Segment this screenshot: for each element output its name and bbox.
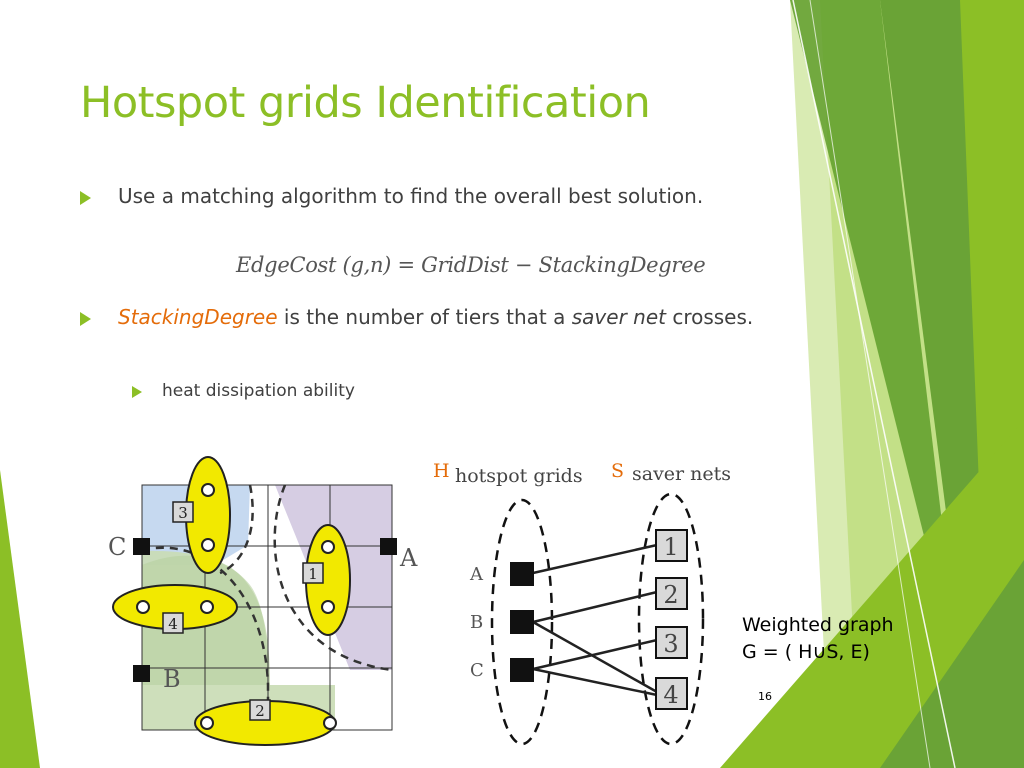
hotspot-label-b: B (163, 665, 181, 693)
s-set-ellipse (637, 492, 705, 746)
decor-line (809, 0, 931, 768)
net-number-2: 2 (255, 702, 265, 720)
net-boxes: 3 1 4 2 (162, 501, 324, 721)
net-number-3: 3 (178, 504, 188, 522)
left-corner-shape (0, 470, 40, 768)
region-boundaries (141, 484, 393, 730)
weighted-graph-note: Weighted graph G = ( H∪S, E) (742, 612, 894, 666)
page-title: Hotspot grids Identification (80, 78, 651, 128)
right-bottom-dark-wedge (880, 560, 1024, 768)
h-set-ellipse (490, 498, 554, 746)
graph-edges (532, 543, 658, 697)
bullet-text-mid: is the number of tiers that a (277, 305, 572, 329)
sub-bullet-text: heat dissipation ability (162, 381, 355, 401)
saver-net-1: 1 (663, 533, 678, 561)
bullet-triangle-icon (80, 191, 91, 205)
term-saver-net: saver net (571, 305, 666, 329)
weighted-graph-line2: G = ( H∪S, E) (742, 641, 870, 663)
hotspot-squares (133, 538, 397, 682)
sub-bullet-item: heat dissipation ability (132, 378, 355, 404)
s-set-letter: S (611, 460, 624, 482)
h-set-label: hotspot grids (455, 465, 583, 487)
bipartite-graph: H hotspot grids S saver nets A B C (433, 460, 731, 746)
bullet-triangle-icon (80, 312, 91, 326)
formula: EdgeCost (g,n) = GridDist − StackingDegr… (236, 253, 706, 277)
bullet-item: StackingDegree is the number of tiers th… (80, 302, 760, 333)
bullet-item: Use a matching algorithm to find the ove… (80, 181, 760, 212)
page-number: 16 (758, 690, 772, 703)
hotspot-label-a: A (469, 564, 484, 585)
bullet-text-end: crosses. (665, 305, 754, 329)
net-number-1: 1 (308, 565, 318, 583)
saver-net-4: 4 (663, 681, 678, 709)
saver-net-nodes (655, 529, 688, 710)
bullet-text: Use a matching algorithm to find the ove… (118, 184, 704, 208)
term-stacking-degree: StackingDegree (118, 305, 278, 329)
hotspot-nodes (136, 483, 337, 730)
weighted-graph-line1: Weighted graph (742, 614, 894, 636)
hotspot-label-a: A (399, 544, 418, 572)
hotspot-nodes (510, 562, 534, 682)
sub-bullet-triangle-icon (132, 386, 142, 398)
saver-net-3: 3 (663, 630, 678, 658)
s-set-label: saver nets (632, 463, 731, 485)
h-set-letter: H (433, 460, 450, 482)
right-dark-strip (790, 0, 950, 590)
decor-line (792, 0, 956, 768)
net-number-4: 4 (168, 615, 178, 633)
hotspot-label-b: B (470, 612, 483, 633)
hotspot-label-c: C (108, 533, 126, 561)
hotspot-label-c: C (470, 660, 484, 681)
bullet-text: StackingDegree is the number of tiers th… (118, 302, 760, 333)
grid-hotspot-diagram: 3 1 4 2 C A B (108, 456, 418, 746)
saver-net-2: 2 (663, 581, 678, 609)
